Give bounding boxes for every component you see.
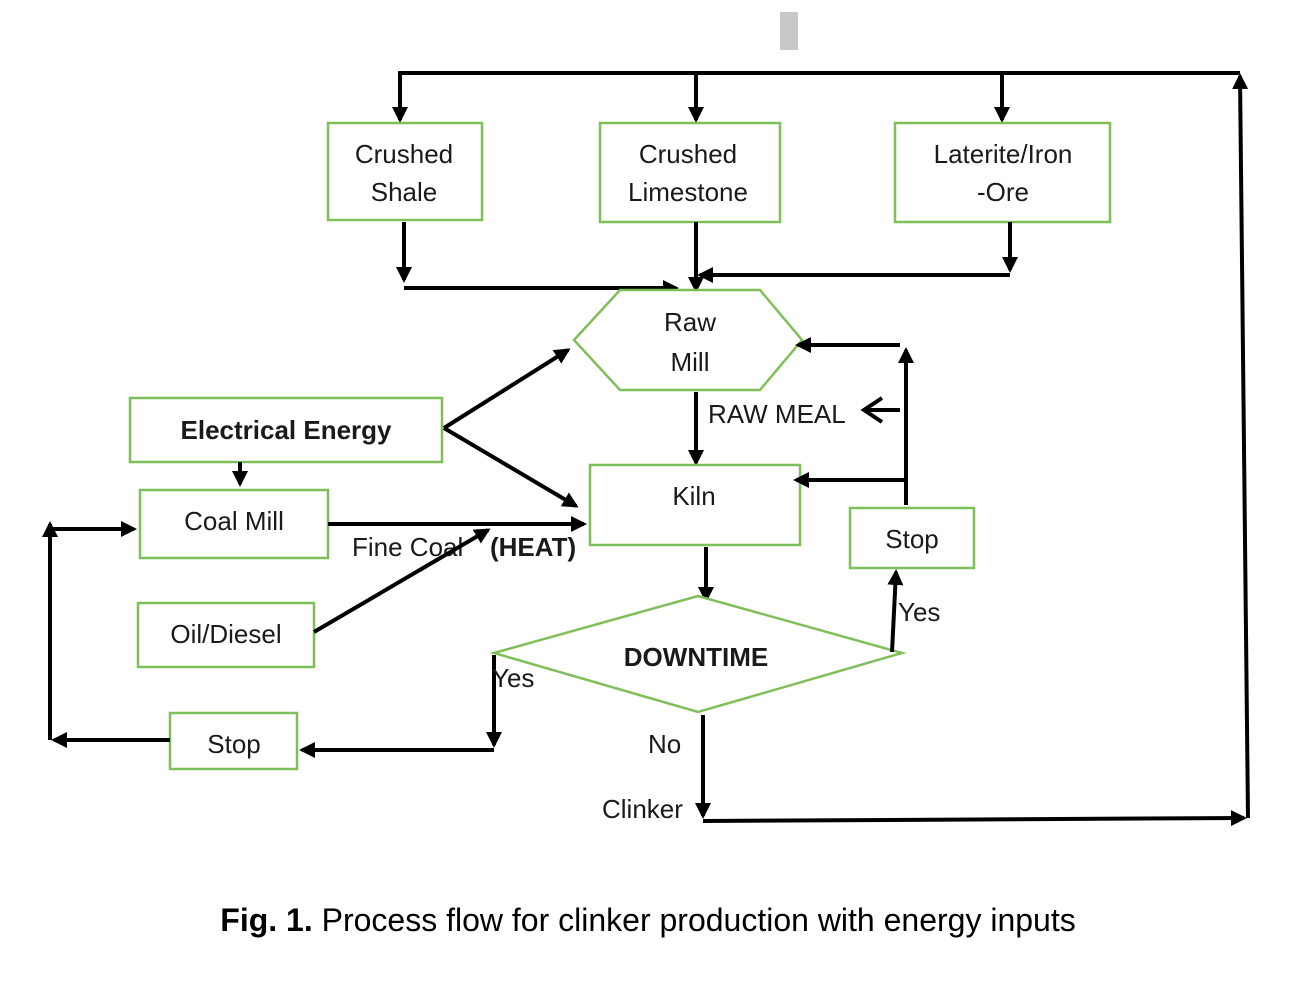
node-oil-diesel bbox=[136, 601, 316, 669]
node-label-raw-mill-1: Raw bbox=[664, 307, 716, 337]
node-stop-left bbox=[168, 711, 299, 771]
figure-caption: Fig. 1. Process flow for clinker product… bbox=[0, 902, 1296, 939]
edge-label-no: No bbox=[648, 729, 681, 759]
figure-caption-prefix: Fig. 1. bbox=[220, 902, 313, 938]
node-label-downtime: DOWNTIME bbox=[624, 642, 768, 672]
edge-oil-to-kiln bbox=[312, 528, 491, 634]
node-label-laterite-2: -Ore bbox=[977, 177, 1029, 207]
edge-label-raw-meal: RAW MEAL bbox=[708, 399, 846, 429]
edge-energy-to-kiln bbox=[442, 426, 579, 508]
edge-energy-to-rawmill bbox=[442, 348, 571, 430]
node-label-electrical-energy: Electrical Energy bbox=[181, 415, 393, 445]
node-label-kiln: Kiln bbox=[672, 481, 715, 511]
node-crushed-shale bbox=[326, 121, 484, 222]
node-coal-mill bbox=[138, 488, 330, 560]
node-label-coal-mill: Coal Mill bbox=[184, 506, 284, 536]
scan-artifact bbox=[780, 12, 798, 50]
node-label-stop-right: Stop bbox=[885, 524, 939, 554]
node-laterite-iron-ore bbox=[893, 121, 1112, 224]
node-electrical-energy bbox=[128, 396, 444, 464]
node-label-crushed-limestone-1: Crushed bbox=[639, 139, 737, 169]
node-label-stop-left: Stop bbox=[207, 729, 261, 759]
edge-label-heat: (HEAT) bbox=[490, 532, 576, 562]
node-label-laterite-1: Laterite/Iron bbox=[934, 139, 1073, 169]
edge-downtime-to-stop-right bbox=[887, 569, 904, 653]
figure-caption-text: Process flow for clinker production with… bbox=[312, 902, 1076, 938]
node-label-crushed-limestone-2: Limestone bbox=[628, 177, 748, 207]
edge-raw-meal-arrowhead bbox=[860, 396, 884, 424]
node-crushed-limestone bbox=[598, 121, 782, 224]
edge-label-yes-left: Yes bbox=[492, 663, 534, 693]
edge-clinker-to-right bbox=[702, 810, 1247, 827]
node-stop-right bbox=[848, 506, 976, 570]
edge-label-yes-right: Yes bbox=[898, 597, 940, 627]
edge-label-clinker: Clinker bbox=[602, 794, 683, 824]
node-label-crushed-shale-2: Shale bbox=[371, 177, 438, 207]
node-label-oil-diesel: Oil/Diesel bbox=[170, 619, 281, 649]
node-kiln bbox=[588, 463, 802, 547]
node-downtime bbox=[489, 594, 907, 714]
node-label-raw-mill-2: Mill bbox=[671, 347, 710, 377]
node-label-crushed-shale-1: Crushed bbox=[355, 139, 453, 169]
edge-return-right bbox=[1232, 73, 1250, 819]
edge-label-fine-coal: Fine Coal bbox=[352, 532, 463, 562]
